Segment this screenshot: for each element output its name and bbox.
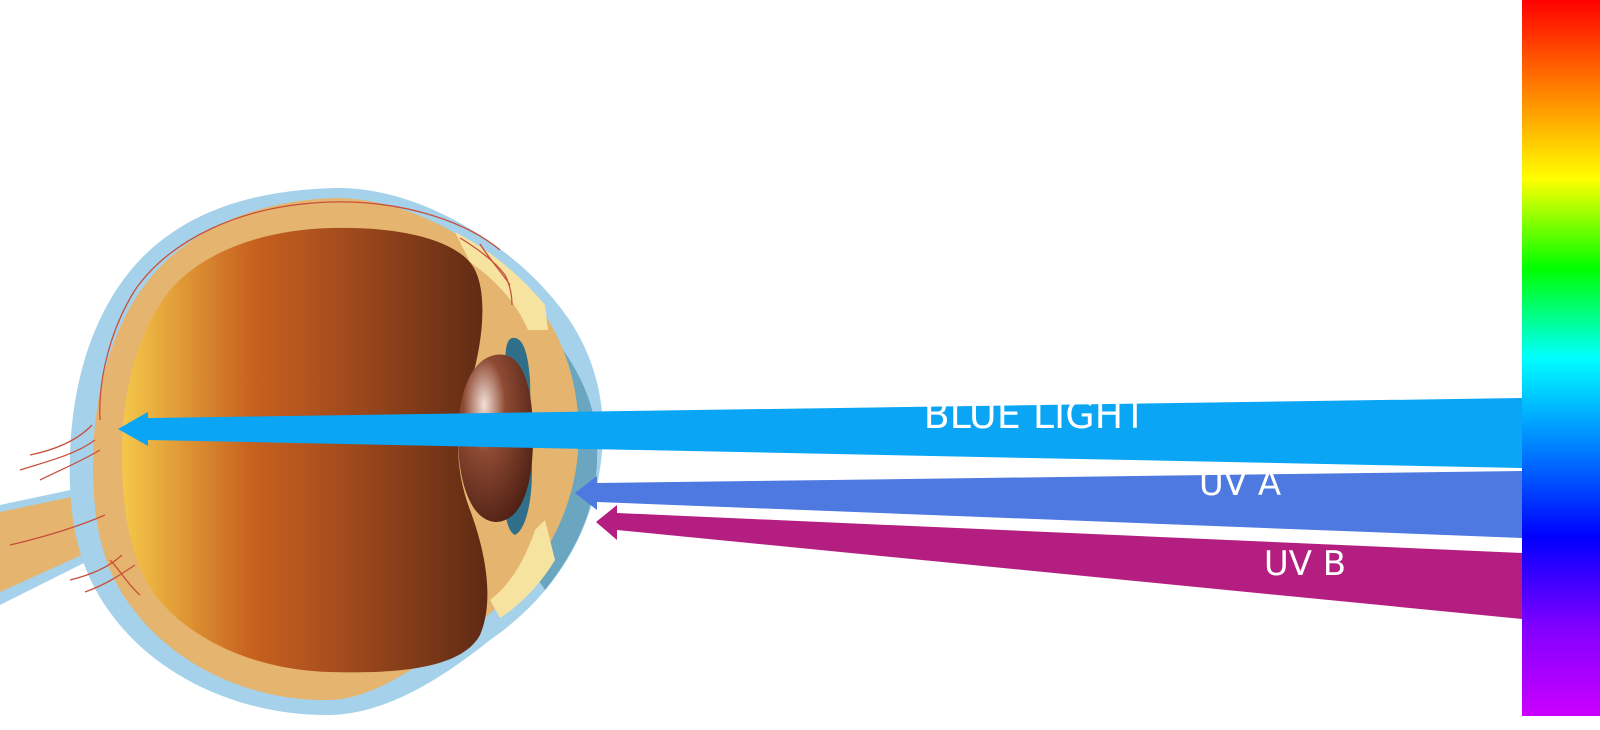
blue-light-label: BLUE LIGHT <box>924 393 1148 437</box>
color-spectrum-bar <box>1522 0 1600 716</box>
ciliary-body-top <box>455 232 548 330</box>
uv-b-ray <box>617 513 1522 619</box>
uv-b-arrowhead <box>596 505 617 540</box>
light-beams: BLUE LIGHT UV A UV B <box>118 393 1522 619</box>
uv-a-ray <box>597 471 1522 538</box>
cornea <box>510 300 598 590</box>
uv-a-arrowhead <box>575 476 597 510</box>
vitreous-body <box>122 227 488 673</box>
blue-light-arrowhead <box>118 412 148 446</box>
blue-light-beam: BLUE LIGHT <box>118 393 1522 468</box>
ciliary-body-bottom <box>490 520 555 618</box>
uv-a-beam: UV A <box>575 464 1522 538</box>
uv-b-beam: UV B <box>596 505 1522 619</box>
uv-b-label: UV B <box>1264 544 1346 584</box>
uv-a-label: UV A <box>1199 464 1281 504</box>
blue-light-ray <box>148 398 1522 468</box>
blood-vessels <box>9 201 513 596</box>
